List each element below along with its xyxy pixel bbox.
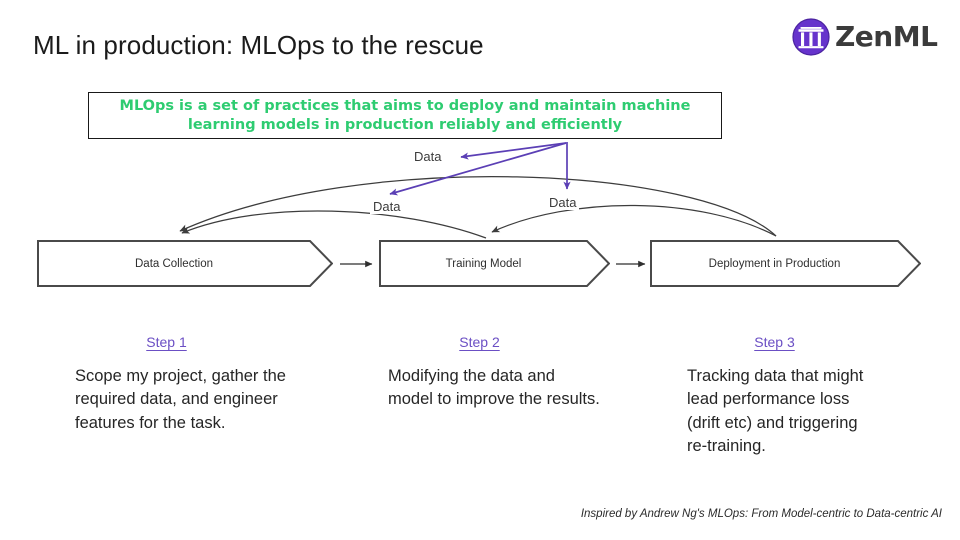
data-label: Data xyxy=(370,199,404,214)
mlops-definition-box: MLOps is a set of practices that aims to… xyxy=(88,92,722,139)
flow-step-training-model[interactable]: Training Model xyxy=(379,240,610,287)
chevron-shape xyxy=(37,240,333,287)
data-label: Data xyxy=(411,149,445,164)
step-heading: Step 1 xyxy=(146,334,187,350)
flow-step-label: Training Model xyxy=(445,257,522,270)
step-column-1: Step 1 Scope my project, gather the requ… xyxy=(75,334,290,435)
feedback-curve-deployment-to-training xyxy=(491,204,777,237)
flow-step-label: Deployment in Production xyxy=(708,257,841,270)
chevron-shape xyxy=(379,240,610,287)
chevron-shape xyxy=(650,240,921,287)
mlops-definition-text: MLOps is a set of practices that aims to… xyxy=(119,97,691,133)
zenml-wordmark: ZenML xyxy=(835,20,938,53)
step-body: Tracking data that might lead performanc… xyxy=(687,367,864,456)
zenml-pillar-icon xyxy=(792,18,830,56)
step-heading: Step 2 xyxy=(459,334,500,350)
feedback-curve-training-to-collection xyxy=(181,210,487,239)
flow-step-data-collection[interactable]: Data Collection xyxy=(37,240,333,287)
feedback-curve-deployment-to-collection xyxy=(179,175,777,237)
zenml-logo: ZenML xyxy=(792,17,944,57)
flow-step-deployment-in-production[interactable]: Deployment in Production xyxy=(650,240,921,287)
step-body: Scope my project, gather the required da… xyxy=(75,367,286,432)
step-column-2: Step 2 Modifying the data and model to i… xyxy=(388,334,603,412)
step-body: Modifying the data and model to improve … xyxy=(388,367,600,409)
flow-step-label: Data Collection xyxy=(135,257,213,270)
step-heading: Step 3 xyxy=(754,334,795,350)
data-label: Data xyxy=(546,195,580,210)
step-column-3: Step 3 Tracking data that might lead per… xyxy=(687,334,872,459)
data-arrow-left-short xyxy=(460,142,567,160)
attribution-note: Inspired by Andrew Ng's MLOps: From Mode… xyxy=(580,508,942,520)
page-title: ML in production: MLOps to the rescue xyxy=(33,30,484,60)
